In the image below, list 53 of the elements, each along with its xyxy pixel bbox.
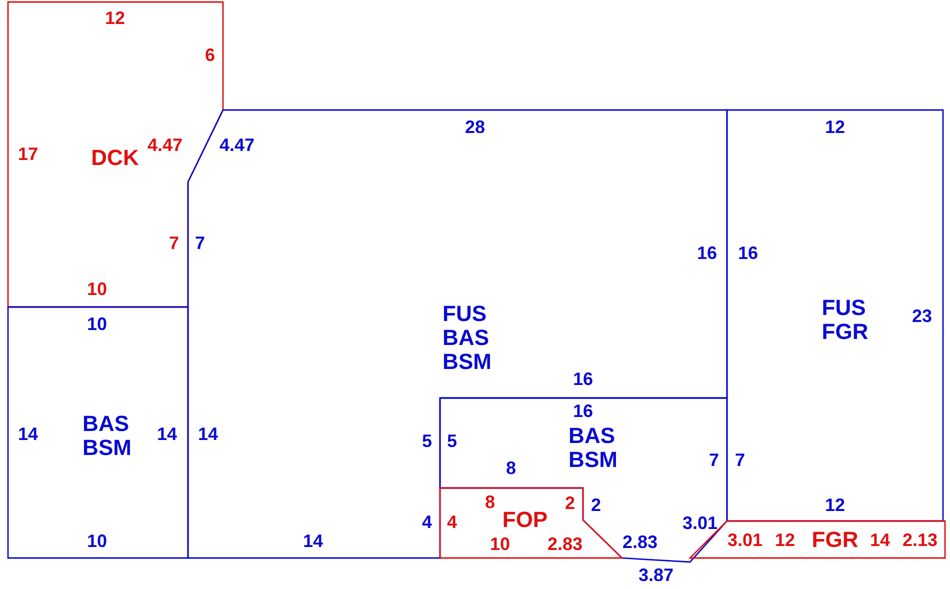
dimension-label: 10 — [86, 314, 108, 334]
dimension-label: 4 — [422, 512, 432, 532]
dimension-label: 14 — [198, 424, 218, 444]
dimension-label: 7 — [195, 233, 205, 253]
dimension-label: 5 — [422, 431, 432, 451]
dimension-label: 12 — [104, 8, 126, 28]
dimension-label: 16 — [738, 243, 758, 263]
dimension-label: 14 — [18, 424, 38, 444]
dimension-label: 17 — [18, 144, 38, 164]
dimension-label: 10 — [490, 534, 510, 554]
dimension-label: 2.83 — [547, 534, 583, 554]
room-code: FGR — [812, 528, 858, 552]
dimension-label: 12 — [774, 530, 796, 550]
room-code: BAS — [568, 424, 615, 448]
dimension-label: 7 — [735, 450, 745, 470]
dimension-label: 16 — [572, 369, 594, 389]
dimension-label: 7 — [709, 450, 719, 470]
dimension-label: 14 — [302, 531, 324, 551]
room-code: FUS — [442, 302, 487, 326]
dimension-label: 4.47 — [147, 135, 183, 155]
room-code: FUS — [822, 296, 866, 320]
dimension-label: 10 — [86, 531, 108, 551]
room-code: BSM — [568, 448, 618, 472]
dimension-label: 2.83 — [622, 532, 658, 552]
dimension-label: 4.47 — [219, 135, 255, 155]
dimension-label: 14 — [870, 530, 890, 550]
dimension-label: 4 — [447, 512, 457, 532]
room-code: BAS — [442, 326, 489, 350]
room-code: BSM — [82, 436, 132, 460]
dimension-label: 28 — [464, 117, 486, 137]
room-code: BSM — [442, 350, 492, 374]
dimension-label: 3.01 — [682, 513, 718, 533]
dimension-label: 3.01 — [727, 530, 763, 550]
dimension-label: 7 — [169, 233, 179, 253]
dimension-label: 16 — [696, 243, 718, 263]
dimension-label: 10 — [86, 279, 108, 299]
dimension-label: 8 — [485, 492, 495, 512]
room-code: BAS — [82, 412, 129, 436]
room-code: DCK — [91, 146, 139, 170]
dimension-label: 6 — [205, 45, 215, 65]
dimension-label: 16 — [572, 401, 594, 421]
dimension-label: 2.13 — [902, 530, 938, 550]
dimension-label: 2 — [565, 493, 575, 513]
dimension-label: 12 — [824, 117, 846, 137]
room-code: FOP — [502, 508, 548, 532]
room-code: FGR — [822, 320, 868, 344]
dimension-label: 8 — [506, 458, 516, 478]
dimension-label: 12 — [824, 495, 846, 515]
dimension-label: 23 — [912, 306, 932, 326]
dimension-label: 2 — [591, 495, 601, 515]
dimension-label: 5 — [447, 431, 457, 451]
dimension-label: 14 — [156, 424, 178, 444]
dimension-label: 3.87 — [638, 565, 674, 585]
